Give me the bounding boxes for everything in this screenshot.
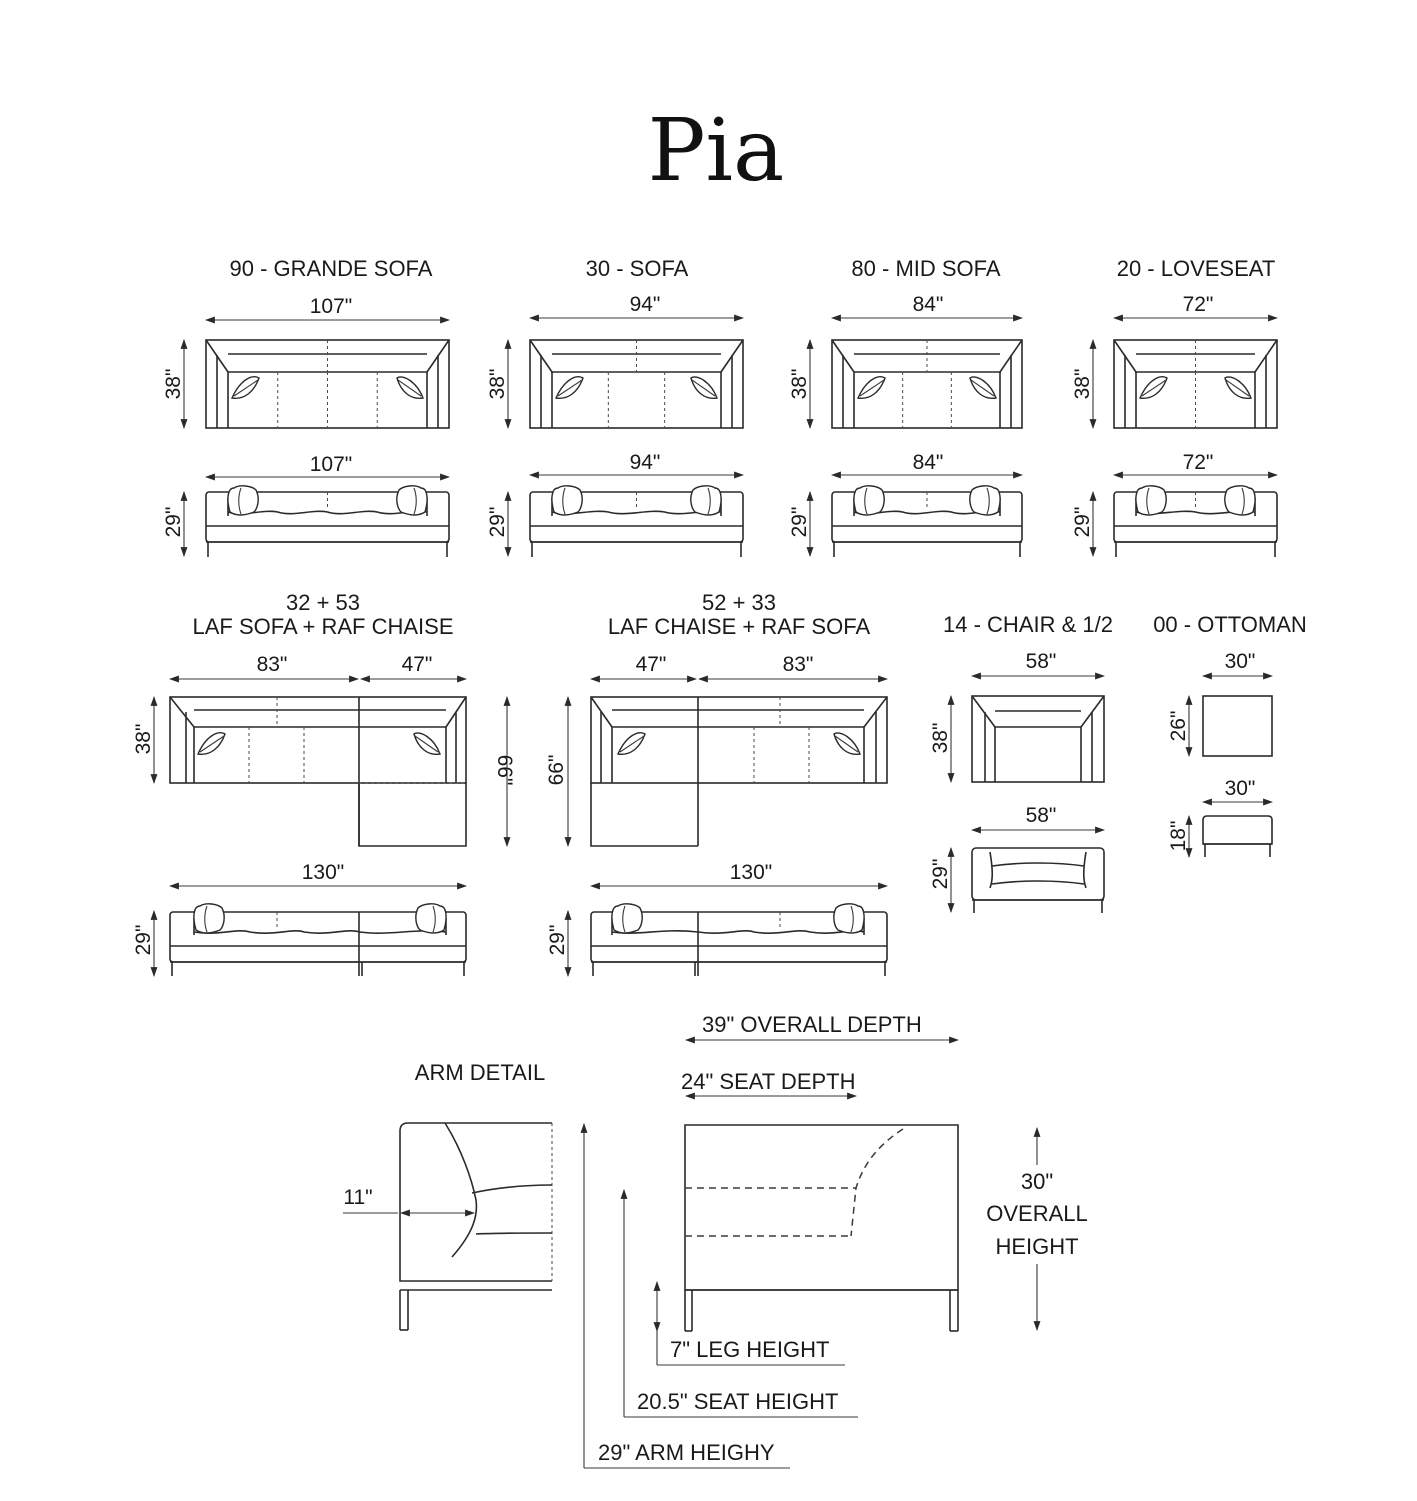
- sectional-right-chaise-width: 47": [636, 653, 667, 676]
- sofa-front-width: 94": [630, 451, 661, 474]
- sectional-left-top-view: [169, 696, 467, 847]
- arm-detail-label: ARM DETAIL: [415, 1060, 545, 1085]
- sofa-label: 30 - SOFA: [586, 256, 689, 281]
- sectional-right-height: 29": [546, 925, 569, 956]
- loveseat-top-width: 72": [1183, 293, 1214, 316]
- chair-depth: 38": [929, 723, 952, 754]
- sectional-left-code: 32 + 53: [286, 590, 360, 615]
- arm-width: 11": [343, 1186, 372, 1209]
- loveseat-depth: 38": [1071, 369, 1094, 400]
- ottoman-depth: 26": [1167, 711, 1190, 742]
- mid-sofa-label: 80 - MID SOFA: [851, 256, 1000, 281]
- sectional-right-overall-width: 130": [730, 861, 773, 884]
- overall-height-line2: HEIGHT: [995, 1234, 1078, 1259]
- ottoman-top-width: 30": [1225, 650, 1256, 673]
- sectional-right-code: 52 + 33: [702, 590, 776, 615]
- sectional-left-sofa-width: 83": [257, 653, 288, 676]
- grande-sofa-front-width: 107": [310, 453, 353, 476]
- grande-sofa-depth: 38": [162, 369, 185, 400]
- chair-front-width: 58": [1026, 804, 1057, 827]
- grande-sofa-front-view: [205, 485, 450, 557]
- leg-height-label: 7" LEG HEIGHT: [670, 1337, 829, 1362]
- sectional-left-depth: 38": [132, 724, 155, 755]
- ottoman-label: 00 - OTTOMAN: [1153, 612, 1307, 637]
- sofa-top-views: [205, 339, 1278, 429]
- arm-height-label: 29" ARM HEIGHY: [598, 1440, 775, 1465]
- mid-sofa-top-view: [831, 339, 1023, 429]
- sectional-left-chaise-depth: 66": [493, 755, 516, 786]
- sectional-right-front-view: [590, 903, 888, 976]
- loveseat-top-view: [1113, 339, 1278, 429]
- loveseat-front-view: [1113, 485, 1278, 557]
- sectional-left-height: 29": [132, 925, 155, 956]
- sectional-right-chaise-depth: 66": [545, 755, 568, 786]
- overall-depth-label: 39" OVERALL DEPTH: [702, 1012, 922, 1037]
- sectional-right-top-view: [590, 696, 888, 847]
- chair-front-view: [971, 847, 1105, 913]
- overall-height-value: 30": [1021, 1169, 1053, 1194]
- sectional-left-front-view: [169, 903, 467, 976]
- grande-sofa-height: 29": [162, 507, 185, 538]
- ottoman-front-view: [1202, 815, 1273, 857]
- overall-height-line1: OVERALL: [986, 1201, 1088, 1226]
- chair-top-width: 58": [1026, 650, 1057, 673]
- ottoman-top-view: [1202, 695, 1273, 757]
- mid-sofa-top-width: 84": [913, 293, 944, 316]
- loveseat-front-width: 72": [1183, 451, 1214, 474]
- chair-height: 29": [929, 859, 952, 890]
- seat-height-label: 20.5" SEAT HEIGHT: [637, 1389, 838, 1414]
- ottoman-front-width: 30": [1225, 777, 1256, 800]
- sectional-right-sofa-width: 83": [783, 653, 814, 676]
- grande-sofa-top-view: [205, 339, 450, 429]
- profile-side-view: [684, 1124, 959, 1332]
- sofa-front-views: [205, 485, 1278, 557]
- chair-top-view: [971, 695, 1105, 783]
- mid-sofa-height: 29": [788, 507, 811, 538]
- arm-detail-drawing: [399, 1122, 553, 1331]
- ottoman-height: 18": [1167, 821, 1190, 852]
- sofa-depth: 38": [486, 369, 509, 400]
- sofa-top-width: 94": [630, 293, 661, 316]
- sectional-left-chaise-width: 47": [402, 653, 433, 676]
- sectional-right-label: LAF CHAISE + RAF SOFA: [608, 614, 871, 639]
- grande-sofa-label: 90 - GRANDE SOFA: [230, 256, 433, 281]
- seat-depth-label: 24" SEAT DEPTH: [681, 1069, 856, 1094]
- grande-sofa-top-width: 107": [310, 295, 353, 318]
- sofa-top-view: [529, 339, 744, 429]
- mid-sofa-front-width: 84": [913, 451, 944, 474]
- chair-label: 14 - CHAIR & 1/2: [943, 612, 1113, 637]
- sofa-height: 29": [486, 507, 509, 538]
- sectional-left-label: LAF SOFA + RAF CHAISE: [192, 614, 453, 639]
- loveseat-label: 20 - LOVESEAT: [1117, 256, 1276, 281]
- sofa-front-view: [529, 485, 744, 557]
- mid-sofa-front-view: [831, 485, 1023, 557]
- loveseat-height: 29": [1071, 507, 1094, 538]
- sectional-left-overall-width: 130": [302, 861, 345, 884]
- mid-sofa-depth: 38": [788, 369, 811, 400]
- page-title: Pia: [648, 101, 785, 201]
